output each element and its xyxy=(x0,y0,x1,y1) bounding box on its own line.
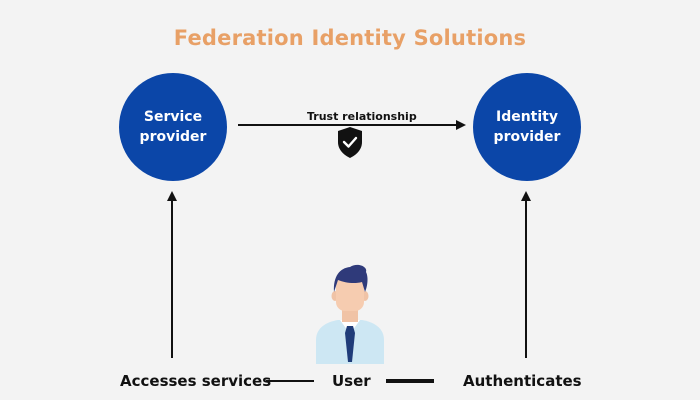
user-person-icon xyxy=(316,264,384,364)
identity-provider-node: Identity provider xyxy=(473,73,581,181)
user-label: User xyxy=(332,372,371,390)
service-provider-node: Service provider xyxy=(119,73,227,181)
identity-provider-label: Identity provider xyxy=(493,109,561,145)
service-provider-label: Service provider xyxy=(139,109,207,145)
authenticates-label: Authenticates xyxy=(463,372,582,390)
shield-check-icon xyxy=(338,127,362,158)
trust-relationship-label: Trust relationship xyxy=(307,110,417,123)
accesses-services-label: Accesses services xyxy=(120,372,272,390)
diagram-title: Federation Identity Solutions xyxy=(173,26,527,50)
